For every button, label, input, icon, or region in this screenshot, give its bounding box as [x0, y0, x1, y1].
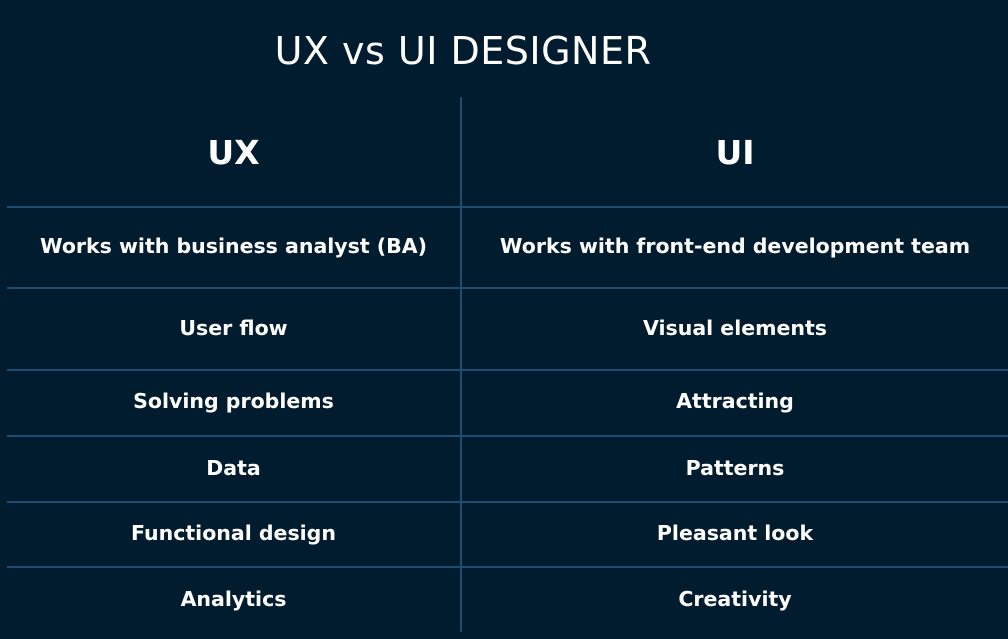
- ux-cell: User flow: [179, 316, 288, 340]
- row-divider: [7, 369, 1008, 371]
- ux-cell: Solving problems: [133, 389, 334, 413]
- ux-cell: Functional design: [131, 521, 336, 545]
- ui-cell: Works with front-end development team: [499, 234, 971, 258]
- ui-cell: Visual elements: [642, 316, 828, 340]
- column-header-ui: UI: [715, 133, 755, 172]
- row-divider: [7, 287, 1008, 289]
- ux-cell: Works with business analyst (BA): [39, 234, 428, 258]
- ux-cell: Analytics: [180, 587, 287, 611]
- row-divider: [7, 206, 1008, 208]
- ux-cell: Data: [206, 456, 261, 480]
- column-divider: [460, 97, 462, 632]
- row-divider: [7, 566, 1008, 568]
- row-divider: [7, 501, 1008, 503]
- ui-cell: Patterns: [685, 456, 785, 480]
- row-divider: [7, 435, 1008, 437]
- ui-cell: Creativity: [678, 587, 792, 611]
- column-header-ux: UX: [207, 133, 260, 172]
- ui-cell: Pleasant look: [656, 521, 814, 545]
- page-title: UX vs UI DESIGNER: [274, 29, 652, 73]
- ui-cell: Attracting: [676, 389, 794, 413]
